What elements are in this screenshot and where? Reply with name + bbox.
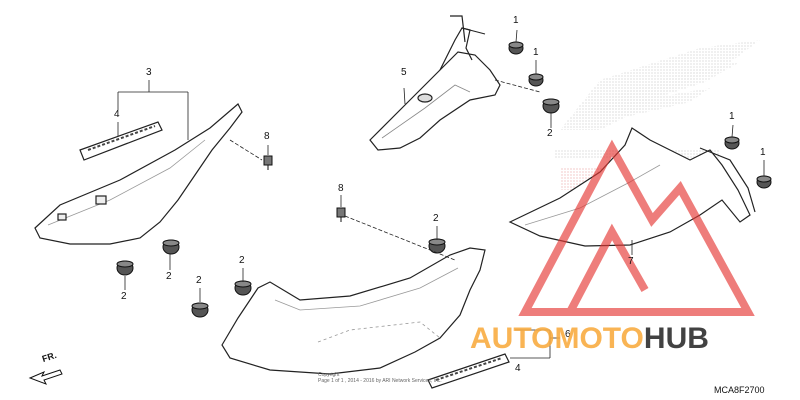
callout-2: 2: [433, 213, 439, 224]
watermark-triangle-logo: [518, 139, 755, 316]
callout-1: 1: [729, 111, 735, 122]
grommet-2f: [191, 302, 209, 318]
emblem-lower: [427, 353, 510, 389]
callout-3: 3: [146, 67, 152, 78]
callout-1: 1: [513, 15, 519, 26]
screws: [263, 155, 346, 222]
front-direction-arrow: [28, 369, 63, 385]
grommet-2e: [234, 280, 252, 296]
callout-2: 2: [547, 128, 553, 139]
copyright-notice: Copyright Page 1 of 1 , 2014 - 2016 by A…: [318, 372, 442, 384]
grommet-2d: [116, 260, 134, 276]
callout-4: 4: [515, 363, 521, 374]
diagram-code: MCA8F2700: [714, 385, 765, 395]
callout-8: 8: [264, 131, 270, 142]
copyright-line: Copyright: [318, 372, 340, 378]
callout-7: 7: [628, 256, 634, 267]
part-3-side-cover-left: [34, 103, 243, 245]
callout-1: 1: [760, 147, 766, 158]
grommet-2b: [428, 238, 446, 254]
grommet-2c: [162, 239, 180, 255]
part-5-inner-cover: [369, 15, 501, 151]
callout-4: 4: [114, 109, 120, 120]
grommet-1b: [528, 73, 544, 87]
copyright-line: Page 1 of 1 , 2014 - 2016 by ARI Network…: [318, 378, 442, 384]
emblem-upper: [79, 121, 163, 161]
watermark-text-primary: AUTOMOTO: [470, 322, 644, 355]
leader-lines: [117, 29, 765, 359]
part-6-lower-side-cover: [221, 247, 486, 375]
callout-2: 2: [196, 275, 202, 286]
callout-5: 5: [401, 67, 407, 78]
watermark-text-secondary: HUB: [643, 322, 709, 355]
callout-2: 2: [166, 271, 172, 282]
callout-2: 2: [121, 291, 127, 302]
grommet-2a: [542, 98, 560, 114]
grommets: [116, 41, 772, 318]
grommet-1d: [756, 175, 772, 189]
screw-8b: [336, 207, 346, 222]
screw-8a: [263, 155, 273, 170]
grommet-1a: [508, 41, 524, 55]
callout-8: 8: [338, 183, 344, 194]
watermark-wordmark: AUTOMOTOHUB: [470, 322, 709, 356]
callout-1: 1: [533, 47, 539, 58]
grommet-1c: [724, 136, 740, 150]
callout-2: 2: [239, 255, 245, 266]
callout-6: 6: [565, 329, 571, 340]
